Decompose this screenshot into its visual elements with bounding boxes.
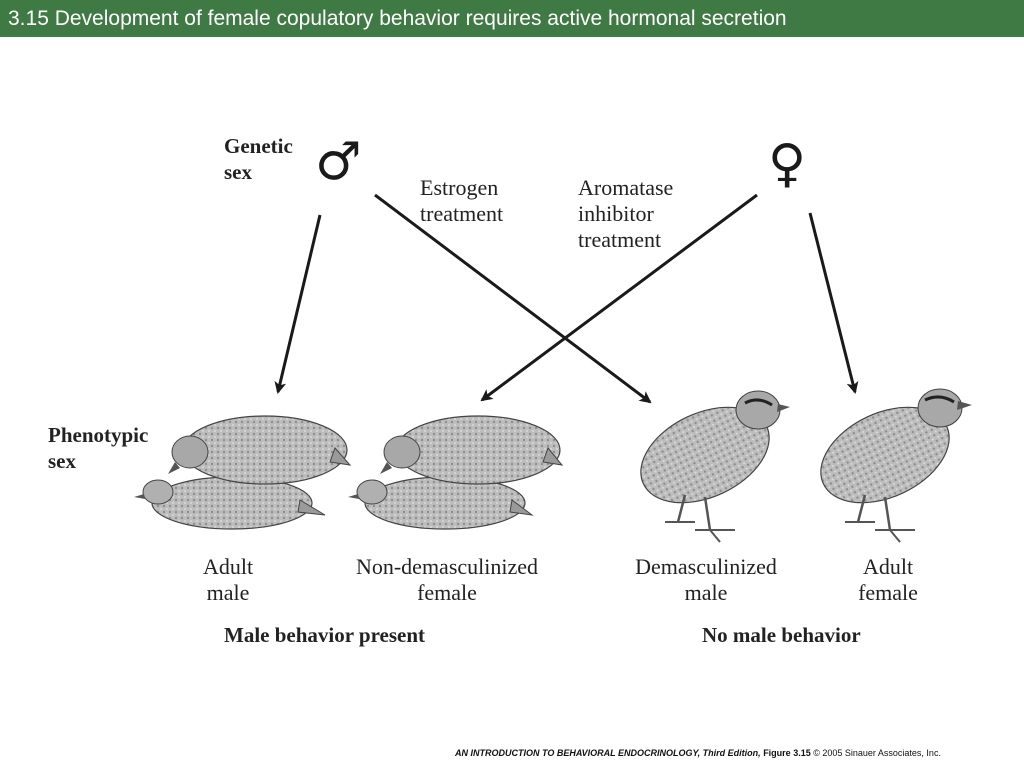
estrogen-treatment-label: Estrogen treatment xyxy=(420,175,504,226)
outcome-adult-male-label: Adult male xyxy=(202,554,254,605)
quail-top xyxy=(168,415,352,485)
quail-bottom xyxy=(134,476,326,530)
quail-demasculinized-male xyxy=(640,390,790,543)
quail-pair-non-demasculinized-female xyxy=(348,415,564,530)
quail-pair-adult-male xyxy=(134,415,352,530)
genetic-sex-label: Genetic sex xyxy=(224,134,293,184)
male-symbol-icon: ♂ xyxy=(315,132,362,192)
outcome-demasculinized-male-label: Demasculinized male xyxy=(635,554,777,605)
outcome-non-demasculinized-female-label: Non-demasculinized female xyxy=(355,554,539,605)
arrow-female-to-non-demasculinized-female xyxy=(480,193,758,402)
male-behavior-present-label: Male behavior present xyxy=(224,623,426,647)
phenotypic-sex-label: Phenotypic sex xyxy=(48,423,149,473)
figure-number: Figure 3.15 xyxy=(763,748,811,758)
arrow-male-to-demasculinized-male xyxy=(374,193,652,404)
book-title: AN INTRODUCTION TO BEHAVIORAL ENDOCRINOL… xyxy=(455,748,761,758)
quail-bottom xyxy=(348,476,534,530)
arrow-female-to-adult-female xyxy=(808,212,859,394)
outcome-adult-female-label: Adult female xyxy=(858,554,918,605)
no-male-behavior-label: No male behavior xyxy=(702,623,861,647)
quail-top xyxy=(380,415,564,485)
slide-header: 3.15 Development of female copulatory be… xyxy=(0,0,1024,37)
figure-credit: AN INTRODUCTION TO BEHAVIORAL ENDOCRINOL… xyxy=(455,748,941,758)
slide-title: 3.15 Development of female copulatory be… xyxy=(8,7,787,30)
aromatase-inhibitor-label: Aromatase inhibitor treatment xyxy=(578,175,674,252)
copyright: © 2005 Sinauer Associates, Inc. xyxy=(813,748,941,758)
quail-adult-female xyxy=(820,388,972,543)
arrow-male-to-adult-male xyxy=(274,214,322,394)
female-symbol-icon: ♀ xyxy=(768,134,807,194)
